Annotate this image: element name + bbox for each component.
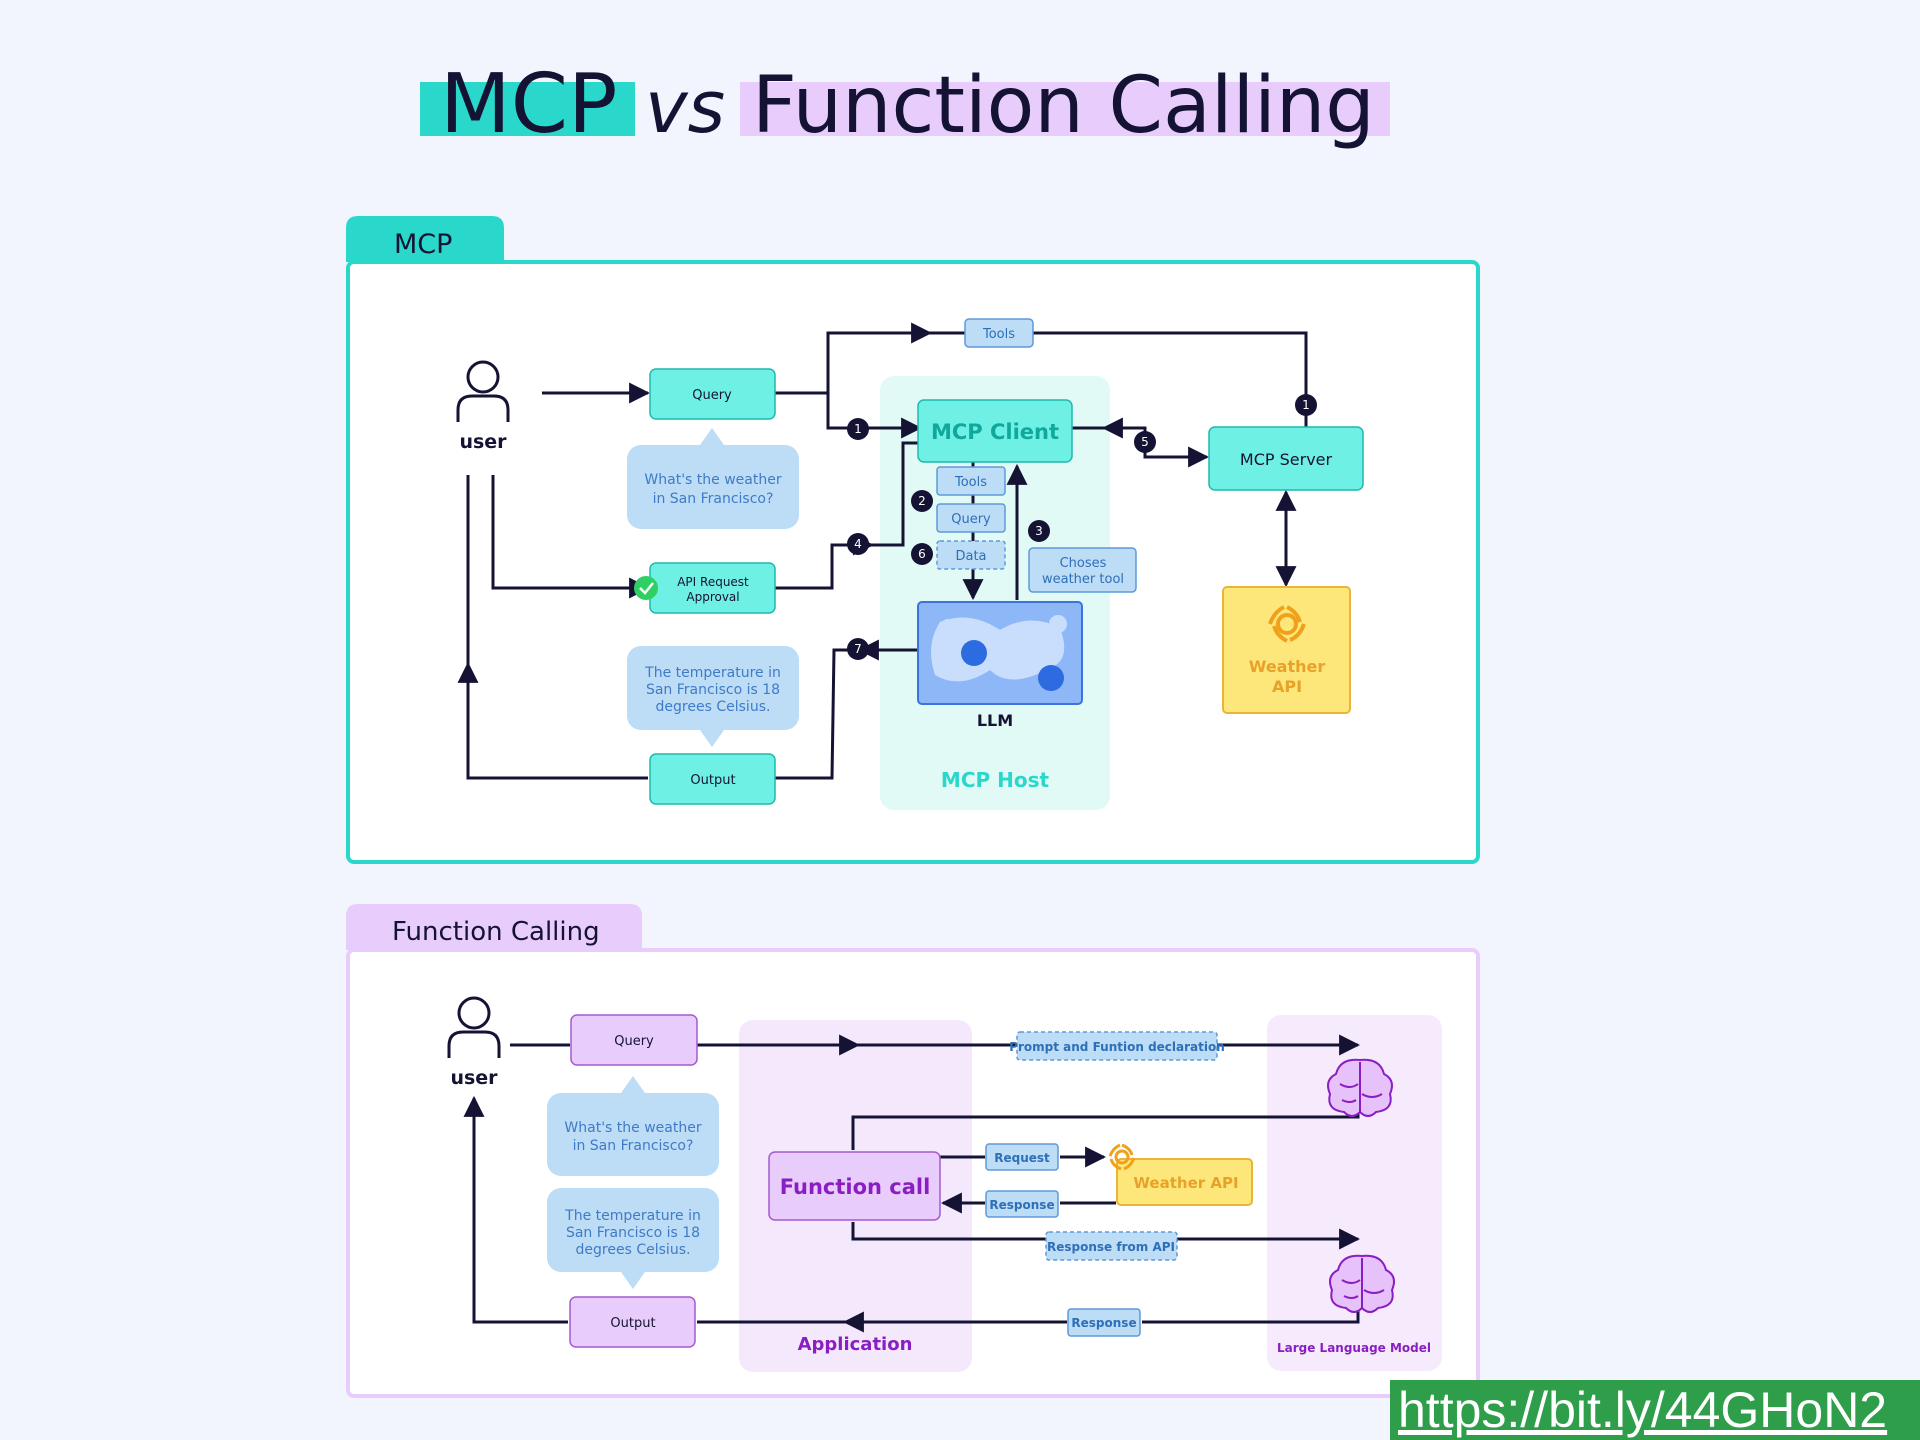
- mcp-output-label: Output: [690, 773, 735, 788]
- fc-query-label: Query: [614, 1034, 654, 1049]
- fc-llm-label: Large Language Model: [1277, 1341, 1431, 1355]
- mcp-choses-box: [1028, 547, 1137, 593]
- fc-answer-bubble: The temperature in San Francisco is 18 d…: [547, 1188, 719, 1289]
- step-3: 3: [1035, 524, 1043, 538]
- mcp-answer-line3: degrees Celsius.: [656, 699, 771, 715]
- mcp-weather-api-box: [1222, 586, 1351, 714]
- fc-output-label: Output: [610, 1316, 655, 1331]
- fc-response-bottom-chip: [1067, 1308, 1141, 1337]
- page-title: MCP vs Function Calling: [420, 57, 1390, 152]
- brain-icon-2: [1329, 1254, 1395, 1313]
- fc-output-box: [569, 1296, 696, 1348]
- mcp-tools-top-label: Tools: [982, 327, 1015, 342]
- mcp-data-chip: [936, 540, 1006, 570]
- mcp-output-box: [649, 753, 776, 805]
- step-1b: 1: [1302, 398, 1310, 412]
- fc-panel: Function Calling Application Large Langu…: [346, 904, 1480, 1398]
- fc-user-icon: [447, 996, 501, 1058]
- fc-tab: [346, 904, 642, 950]
- fc-llm-area: [1267, 1015, 1442, 1371]
- fc-response-small-chip: [985, 1190, 1059, 1218]
- fc-user-label: user: [450, 1067, 498, 1089]
- mcp-tools-chip: [936, 466, 1006, 496]
- mcp-tab-label: MCP: [394, 229, 452, 260]
- step-1a: 1: [854, 422, 862, 436]
- brain-icon: [1327, 1058, 1393, 1117]
- mcp-query-box: [649, 368, 776, 420]
- mcp-client-box: [917, 399, 1073, 463]
- mcp-answer-line1: The temperature in: [644, 665, 781, 681]
- mcp-weather-line1: Weather: [1249, 657, 1326, 676]
- mcp-tools-chip-label: Tools: [954, 475, 987, 490]
- step-2: 2: [918, 494, 926, 508]
- check-icon: [634, 576, 658, 600]
- mcp-user-label: user: [459, 431, 507, 453]
- mcp-step-badges: 1 1 2 3 4 5 6 7: [847, 394, 1317, 660]
- source-url-link[interactable]: https://bit.ly/44GHoN2: [1390, 1380, 1920, 1440]
- mcp-question-line2: in San Francisco?: [653, 491, 774, 507]
- fc-function-call-label: Function call: [780, 1175, 931, 1199]
- fc-weather-sun-icon: [1108, 1143, 1136, 1171]
- fc-response-from-api-label: Response from API: [1047, 1240, 1175, 1254]
- mcp-query-chip-label: Query: [951, 512, 991, 527]
- fc-question-line1: What's the weather: [564, 1120, 701, 1136]
- mcp-panel: MCP MCP Host user: [346, 216, 1480, 864]
- mcp-llm-label: LLM: [977, 711, 1013, 730]
- fc-request-label: Request: [994, 1151, 1050, 1165]
- weather-sun-icon: [1268, 605, 1306, 643]
- mcp-host-label: MCP Host: [941, 768, 1050, 792]
- step-7: 7: [854, 642, 862, 656]
- fc-query-box: [570, 1014, 698, 1066]
- fc-answer-line1: The temperature in: [564, 1208, 701, 1224]
- step-6: 6: [918, 547, 926, 561]
- mcp-weather-line2: API: [1272, 677, 1302, 696]
- mcp-answer-bubble: The temperature in San Francisco is 18 d…: [627, 646, 799, 747]
- mcp-tab: [346, 216, 504, 262]
- fc-question-bubble: What's the weather in San Francisco?: [547, 1076, 719, 1176]
- fc-prompt-decl-chip: [1016, 1031, 1218, 1061]
- fc-weather-api-box: [1116, 1158, 1253, 1206]
- fc-weather-api-label: Weather API: [1133, 1174, 1238, 1192]
- fc-application-label: Application: [798, 1334, 913, 1355]
- llm-icon: [917, 601, 1083, 705]
- check-mark-icon: [639, 582, 654, 595]
- fc-response-small-label: Response: [989, 1198, 1054, 1212]
- fc-function-call-box: [768, 1151, 941, 1221]
- fc-question-line2: in San Francisco?: [573, 1138, 694, 1154]
- title-function-calling: Function Calling: [752, 61, 1375, 151]
- mcp-api-approval-line1: API Request: [677, 575, 749, 589]
- mcp-answer-line2: San Francisco is 18: [646, 682, 780, 698]
- mcp-choses-line1: Choses: [1060, 556, 1107, 571]
- fc-tab-label: Function Calling: [392, 917, 600, 947]
- mcp-data-chip-label: Data: [955, 549, 986, 564]
- mcp-server-label: MCP Server: [1240, 450, 1333, 469]
- step-4: 4: [854, 537, 862, 551]
- fc-request-chip: [985, 1143, 1059, 1171]
- mcp-choses-line2: weather tool: [1042, 572, 1124, 587]
- mcp-api-approval-line2: Approval: [686, 590, 739, 604]
- mcp-tools-top-chip: [964, 318, 1034, 348]
- fc-answer-line3: degrees Celsius.: [576, 1242, 691, 1258]
- fc-answer-line2: San Francisco is 18: [566, 1225, 700, 1241]
- fc-response-from-api-chip: [1045, 1231, 1178, 1261]
- fc-response-bottom-label: Response: [1071, 1316, 1136, 1330]
- title-vs: vs: [645, 65, 725, 149]
- mcp-user-icon: [456, 360, 510, 422]
- mcp-query-chip: [936, 503, 1006, 533]
- mcp-server-box: [1208, 426, 1364, 491]
- title-mcp: MCP: [440, 57, 617, 152]
- mcp-question-bubble: What's the weather in San Francisco?: [627, 428, 799, 529]
- fc-prompt-decl-label: Prompt and Funtion declaration: [1009, 1040, 1225, 1054]
- step-5: 5: [1141, 435, 1149, 449]
- mcp-client-label: MCP Client: [931, 420, 1059, 444]
- mcp-question-line1: What's the weather: [644, 472, 781, 488]
- mcp-query-label: Query: [692, 388, 732, 403]
